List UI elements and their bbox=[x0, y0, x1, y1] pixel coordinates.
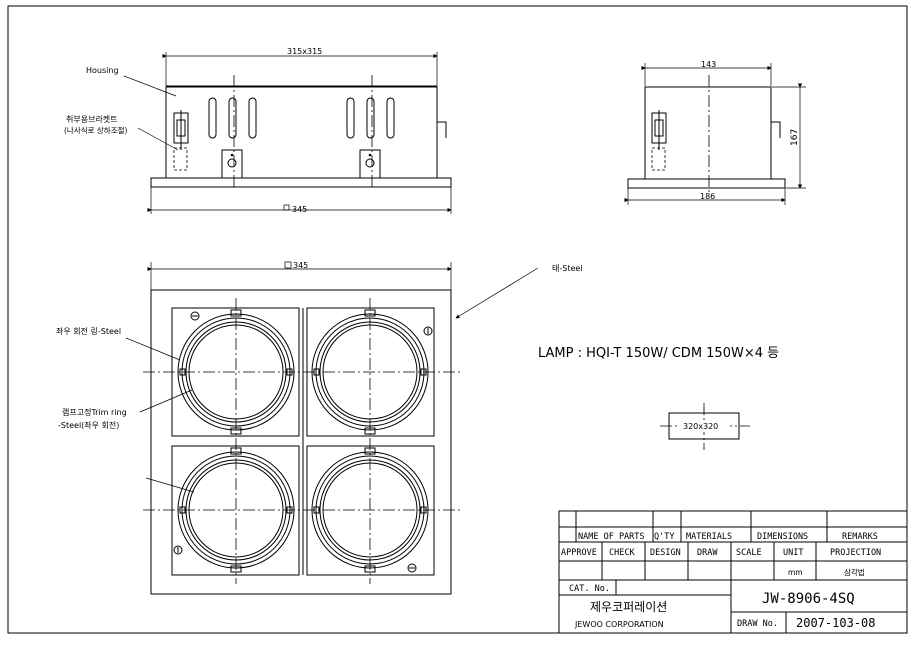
side-base-dimension: 186 bbox=[700, 192, 715, 201]
front-width-dimension: 345 bbox=[293, 261, 308, 270]
drawing-border bbox=[7, 5, 908, 634]
svg-text:JEWOO CORPORATION: JEWOO CORPORATION bbox=[574, 620, 664, 629]
base-dimension-label: 345 bbox=[292, 205, 307, 214]
title-block: NAME OF PARTS Q'TY MATERIALS DIMENSIONS … bbox=[558, 510, 908, 634]
trim-frame bbox=[150, 289, 452, 595]
svg-text:mm: mm bbox=[788, 568, 803, 577]
cutout-dimension: 320x320 bbox=[660, 403, 750, 450]
trim-ring-label-2: -Steel(좌우 회전) bbox=[58, 420, 119, 430]
bracket-sub-label: (나사식로 상하조절) bbox=[64, 125, 128, 135]
svg-text:DESIGN: DESIGN bbox=[650, 548, 681, 558]
side-height-dimension: 167 bbox=[790, 129, 800, 146]
screw-icon bbox=[173, 545, 183, 555]
frame-material-label: 태-Steel bbox=[552, 264, 583, 273]
side-top-dimension: 143 bbox=[701, 60, 716, 69]
svg-text:320x320: 320x320 bbox=[683, 422, 718, 431]
side-view: 143 167 186 bbox=[624, 60, 806, 205]
lamp-spec: LAMP : HQI-T 150W/ CDM 150W×4 등 bbox=[538, 346, 779, 361]
housing-label: Housing bbox=[86, 66, 119, 75]
screw-icon bbox=[423, 326, 433, 336]
width-dimension-label: 315x315 bbox=[287, 47, 322, 56]
svg-text:삼각법: 삼각법 bbox=[844, 567, 865, 577]
base-plate bbox=[150, 177, 452, 188]
svg-text:NAME OF PARTS: NAME OF PARTS bbox=[578, 532, 645, 542]
lamp-ring-4 bbox=[311, 447, 429, 573]
svg-text:DRAW: DRAW bbox=[697, 548, 718, 558]
screw-icon bbox=[190, 311, 200, 321]
svg-text:MATERIALS: MATERIALS bbox=[686, 532, 732, 542]
housing-outline bbox=[165, 86, 438, 179]
lamp-ring-2 bbox=[311, 309, 429, 435]
svg-text:JW-8906-4SQ: JW-8906-4SQ bbox=[762, 591, 855, 607]
svg-text:Q'TY: Q'TY bbox=[654, 532, 674, 542]
lamp-ring-3 bbox=[177, 447, 295, 573]
svg-text:CAT. No.: CAT. No. bbox=[569, 584, 610, 594]
svg-text:SCALE: SCALE bbox=[736, 548, 762, 558]
bracket-label: 취부용브라켓트 bbox=[66, 114, 118, 124]
svg-text:DIMENSIONS: DIMENSIONS bbox=[757, 532, 808, 542]
trim-ring-label-1: 램프고정Trim ring bbox=[62, 407, 127, 417]
svg-text:UNIT: UNIT bbox=[783, 548, 803, 558]
front-plan-view: 345 bbox=[56, 261, 583, 595]
svg-text:2007-103-08: 2007-103-08 bbox=[796, 616, 875, 630]
svg-text:CHECK: CHECK bbox=[609, 548, 635, 558]
svg-text:APPROVE: APPROVE bbox=[561, 548, 597, 558]
lamp-ring-1 bbox=[177, 309, 295, 435]
svg-text:PROJECTION: PROJECTION bbox=[830, 548, 881, 558]
ring-material-label: 좌우 회전 링-Steel bbox=[56, 326, 121, 336]
top-elevation-view: 315x315 345 Housing 취부용브라켓트 ( bbox=[64, 47, 452, 214]
svg-text:REMARKS: REMARKS bbox=[842, 532, 878, 542]
svg-text:DRAW No.: DRAW No. bbox=[737, 619, 778, 629]
svg-text:제우코퍼레이션: 제우코퍼레이션 bbox=[590, 600, 667, 614]
screw-icon bbox=[407, 563, 417, 573]
